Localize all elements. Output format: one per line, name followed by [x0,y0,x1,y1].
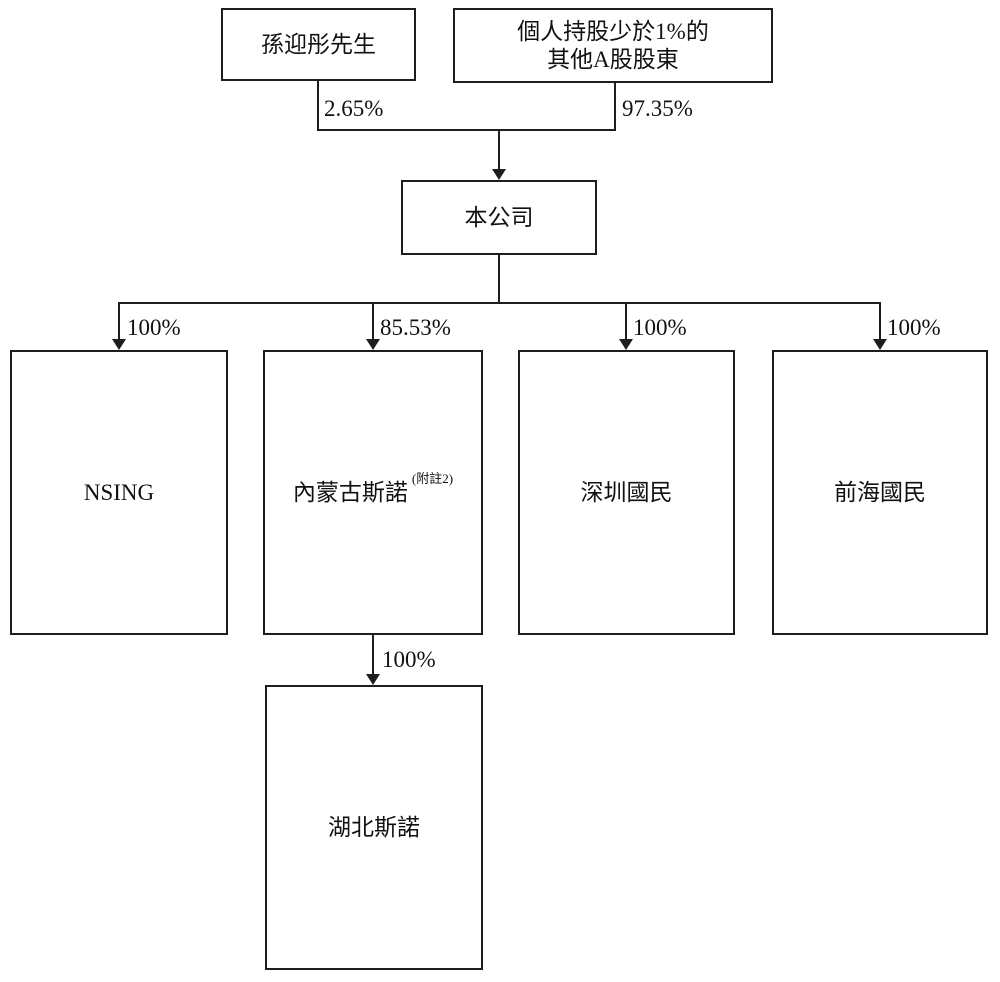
arrowhead-nsing [112,339,126,350]
note-2-reference: (附註2) [411,470,454,486]
connector-sun-vertical [317,79,319,131]
connector-to-company-vertical [498,129,500,170]
connector-hubei-vertical [372,633,374,675]
connector-merge-horizontal [317,129,616,131]
ownership-label-qianhai: 100% [887,315,941,340]
node-inner-mongolia-snow: 內蒙古斯諾(附註2) [263,350,483,635]
connector-others-vertical [614,81,616,131]
node-other-a-share-holders-label: 個人持股少於1%的 其他A股股東 [517,18,709,74]
connector-distribution-horizontal [118,302,881,304]
node-hubei-snow: 湖北斯諾 [265,685,483,970]
node-qianhai-guomin: 前海國民 [772,350,988,635]
connector-qianhai-vertical [879,302,881,340]
arrowhead-qianhai [873,339,887,350]
node-shenzhen-guomin: 深圳國民 [518,350,735,635]
ownership-label-sun: 2.65% [324,96,384,121]
connector-company-down-vertical [498,253,500,304]
node-company-label: 本公司 [464,204,534,230]
ownership-label-others: 97.35% [622,96,693,121]
node-other-a-share-holders-line2: 其他A股股東 [547,46,679,72]
node-hubei-snow-label: 湖北斯諾 [328,814,420,840]
ownership-label-nsing: 100% [127,315,181,340]
arrowhead-shenzhen [619,339,633,350]
connector-inner-mongolia-vertical [372,302,374,340]
node-sun-yingtong: 孫迎彤先生 [221,8,416,81]
arrowhead-hubei [366,674,380,685]
ownership-label-shenzhen: 100% [633,315,687,340]
node-company: 本公司 [401,180,597,255]
arrowhead-company [492,169,506,180]
node-sun-yingtong-label: 孫迎彤先生 [261,31,376,57]
node-other-a-share-holders: 個人持股少於1%的 其他A股股東 [453,8,773,83]
node-shenzhen-guomin-label: 深圳國民 [580,479,673,505]
ownership-label-inner-mongolia: 85.53% [380,315,451,340]
ownership-label-hubei: 100% [382,647,436,672]
node-other-a-share-holders-line1: 個人持股少於1%的 [517,18,709,44]
node-inner-mongolia-snow-name: 內蒙古斯諾 [292,479,408,505]
arrowhead-inner-mongolia [366,339,380,350]
connector-shenzhen-vertical [625,302,627,340]
connector-nsing-vertical [118,302,120,340]
node-nsing: NSING [10,350,228,635]
node-nsing-label: NSING [83,479,155,505]
node-qianhai-guomin-label: 前海國民 [834,479,926,505]
node-inner-mongolia-snow-label: 內蒙古斯諾(附註2) [292,472,453,507]
